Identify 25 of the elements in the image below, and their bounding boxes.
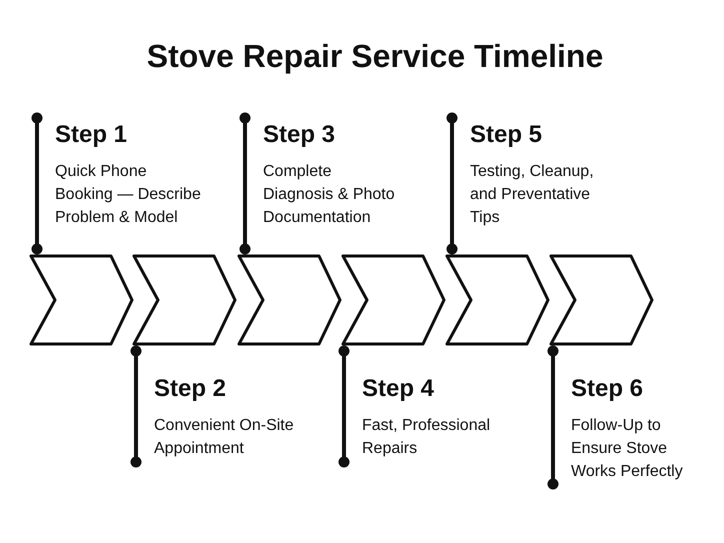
step-description: Quick Phone Booking — Describe Problem & Model xyxy=(55,162,202,228)
chevron-shape xyxy=(237,254,342,346)
leader-line xyxy=(548,346,558,490)
step-heading: Step 4 xyxy=(362,374,436,404)
step-heading: Step 6 xyxy=(571,374,644,404)
leader-line xyxy=(130,346,142,468)
step-description: Testing, Cleanup, and Preventative Tips xyxy=(470,162,595,228)
chevron-shape xyxy=(29,254,134,346)
leader-line xyxy=(240,112,250,254)
leader-line xyxy=(338,346,350,468)
step-heading: Step 5 xyxy=(470,120,544,150)
leader-line xyxy=(32,112,42,254)
step-heading: Step 2 xyxy=(154,374,228,404)
leader-line xyxy=(446,112,458,254)
chevron-shape xyxy=(549,254,654,346)
chevron-shape xyxy=(445,254,550,346)
diagram-title: Stove Repair Service Timeline xyxy=(146,37,604,76)
step-description: Fast, Professional Repairs xyxy=(362,416,492,459)
chevron-shape xyxy=(341,254,446,346)
step-heading: Step 3 xyxy=(263,120,336,150)
step-description: Follow-Up to Ensure Stove Works Perfectly xyxy=(571,416,684,482)
step-heading: Step 1 xyxy=(55,120,128,150)
chevron-shape xyxy=(132,254,237,346)
step-description: Convenient On-Site Appointment xyxy=(154,416,295,459)
step-description: Complete Diagnosis & Photo Documentation xyxy=(263,162,396,228)
